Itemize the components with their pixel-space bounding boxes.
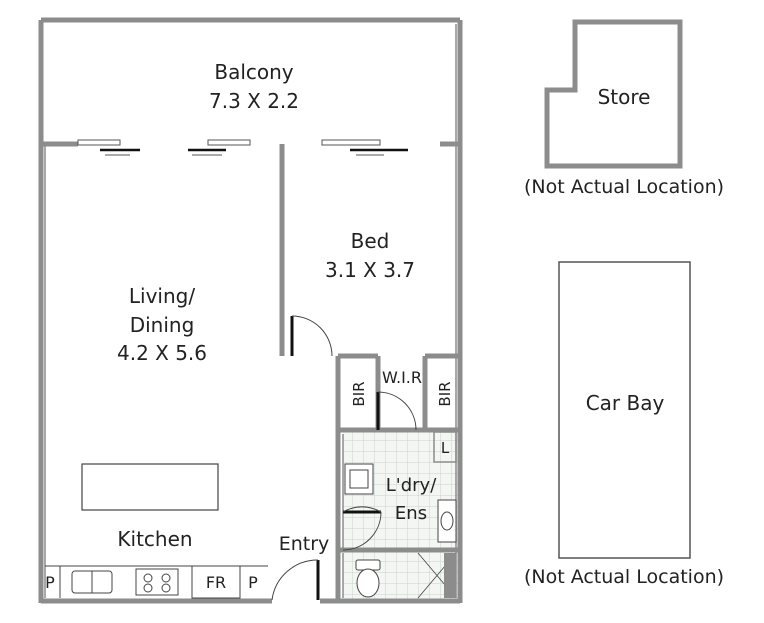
store-label: Store [598,85,651,109]
fridge-space [191,565,241,599]
living-label-line2: Dining [130,313,195,337]
bir-left-label: BIR [350,381,368,406]
laundry-label-line1: L'dry/ [386,475,437,496]
bed-label: Bed [351,229,390,253]
wir-label: W.I.R [382,368,422,387]
bed-size: 3.1 X 3.7 [325,258,415,282]
balcony-size: 7.3 X 2.2 [209,89,299,113]
car-bay-outline [558,261,691,559]
sliding-doors [77,139,408,156]
walls [38,17,463,604]
linen-cupboard [433,431,457,463]
entry-label: Entry [279,533,330,555]
pantry-left-label: P [45,573,55,592]
car-bay-note: (Not Actual Location) [524,566,724,588]
store-outline [544,19,683,169]
bathroom-fixtures [344,463,457,599]
kitchen-island [81,463,219,511]
living-label-line1: Living/ [129,284,195,308]
kitchen-label: Kitchen [117,527,192,551]
laundry-label-line2: Ens [395,503,427,524]
swing-doors [271,315,417,601]
balcony-label: Balcony [214,60,293,84]
pantry-right-label: P [248,573,258,592]
cooktop-icon [135,568,179,596]
living-size: 4.2 X 5.6 [117,341,207,365]
fridge-label: FR [206,573,226,592]
kitchen-bench [45,565,268,599]
linen-label: L [441,439,450,457]
store-note: (Not Actual Location) [524,176,724,198]
car-bay-label: Car Bay [586,391,665,415]
shower-screen [444,553,456,598]
bir-right-label: BIR [436,381,454,406]
